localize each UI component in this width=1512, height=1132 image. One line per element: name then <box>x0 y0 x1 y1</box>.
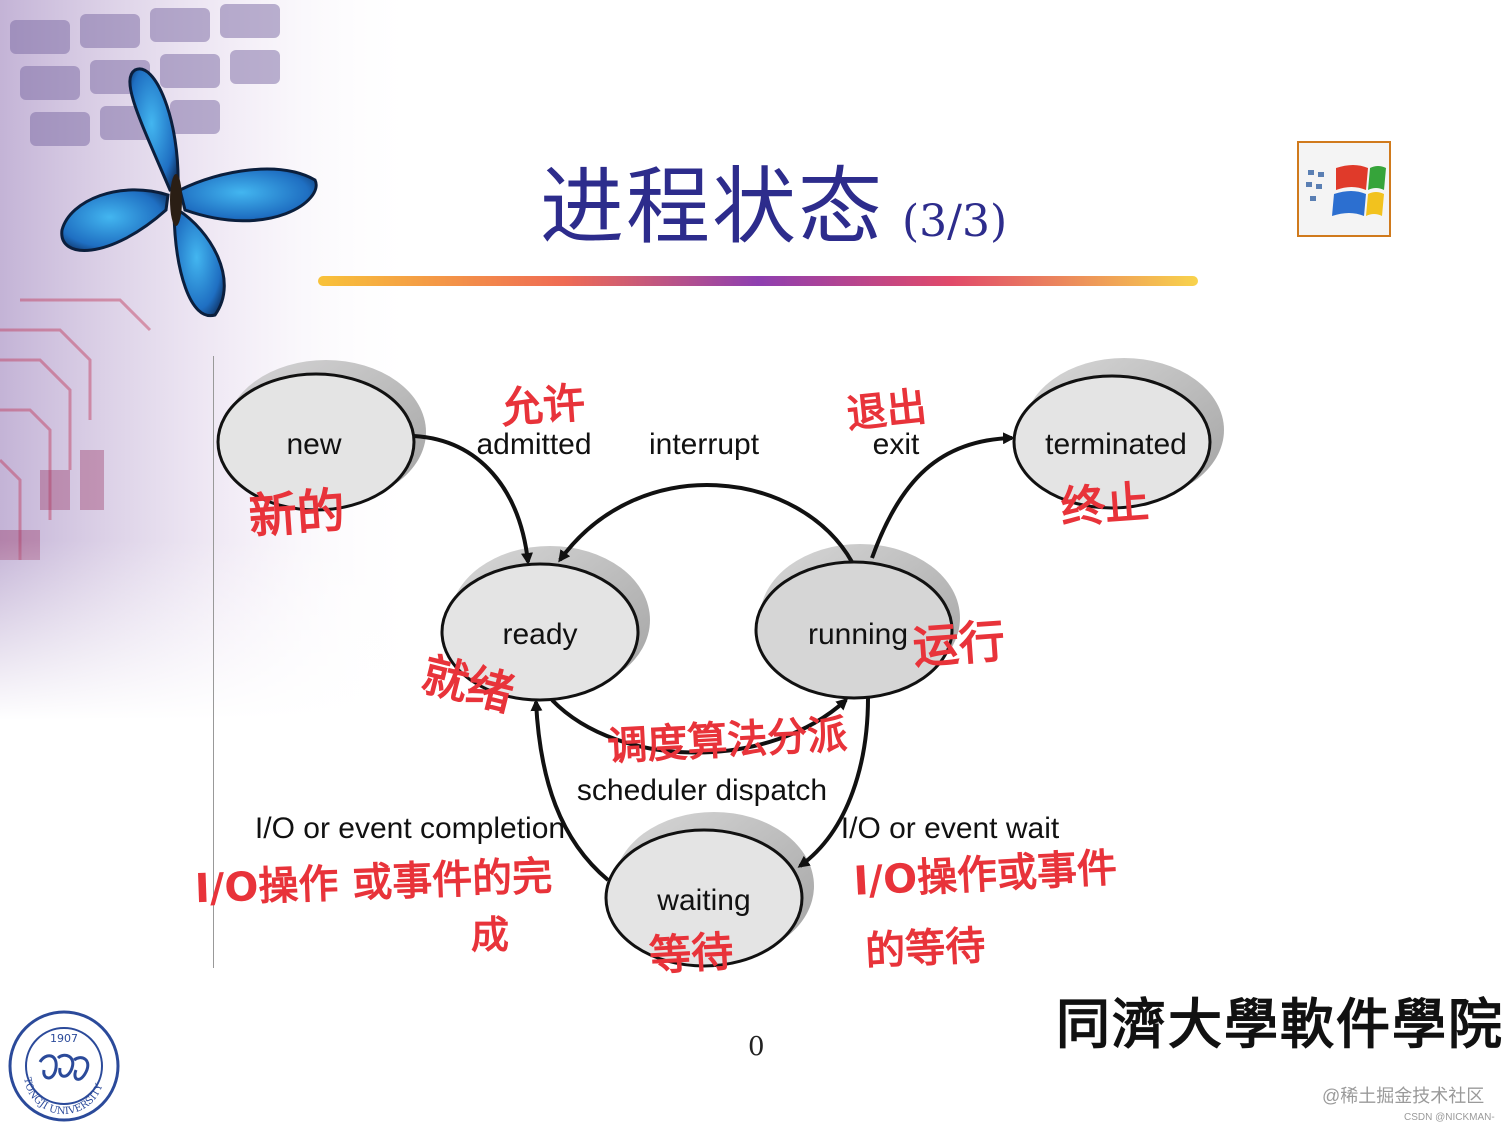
note-io-completion-line2: 成 <box>471 913 509 957</box>
label-interrupt: interrupt <box>649 428 760 461</box>
note-running: 运行 <box>911 614 1007 674</box>
title-main: 进程状态 <box>540 158 885 256</box>
note-dispatch: 调度算法分派 <box>606 712 848 770</box>
state-running <box>754 560 954 700</box>
state-new <box>216 372 416 512</box>
edge-io-completion <box>530 699 610 882</box>
note-new: 新的 <box>247 483 347 546</box>
edge-dispatch <box>550 697 849 755</box>
label-new: new <box>286 428 341 461</box>
note-io-completion-line1: I/O操作 或事件的完 <box>194 854 553 912</box>
label-terminated: terminated <box>1045 428 1187 461</box>
seal-year: 1907 <box>50 1032 78 1045</box>
watermark-juejin: @稀土掘金技术社区 <box>1322 1086 1485 1106</box>
slide-title: 进程状态 (3/3) <box>540 140 1100 256</box>
windows-logo-icon <box>1297 141 1391 237</box>
decorative-background <box>0 0 420 720</box>
label-admitted: admitted <box>476 428 591 461</box>
edge-io-wait <box>797 697 870 868</box>
label-io-completion: I/O or event completion <box>255 812 565 845</box>
label-running: running <box>808 618 908 651</box>
butterfly-icon <box>60 67 318 318</box>
watermark-csdn: CSDN @NICKMAN- <box>1404 1112 1495 1123</box>
note-waiting: 等待 <box>648 927 734 980</box>
state-waiting <box>604 828 804 968</box>
label-ready: ready <box>502 618 577 651</box>
edge-admitted <box>413 434 533 565</box>
note-admitted: 允许 <box>499 378 586 433</box>
title-sub: (3/3) <box>902 196 1008 247</box>
figure-border <box>213 356 214 968</box>
note-terminated: 终止 <box>1059 477 1150 534</box>
note-io-wait-line2: 的等待 <box>864 923 986 975</box>
edge-interrupt <box>558 483 854 563</box>
label-exit: exit <box>873 428 920 461</box>
label-scheduler-dispatch: scheduler dispatch <box>577 774 827 807</box>
note-io-wait-line1: I/O操作或事件 <box>853 845 1119 905</box>
label-waiting: waiting <box>656 884 750 917</box>
page-number: 0 <box>748 1032 765 1062</box>
label-io-wait: I/O or event wait <box>841 812 1060 845</box>
note-exit: 退出 <box>844 384 928 438</box>
edge-exit <box>870 432 1015 559</box>
school-name: 同濟大學軟件學院 <box>1056 992 1504 1056</box>
title-underline <box>318 276 1198 286</box>
university-seal-icon: 1907 TONGJI UNIVERSITY <box>8 1010 120 1122</box>
